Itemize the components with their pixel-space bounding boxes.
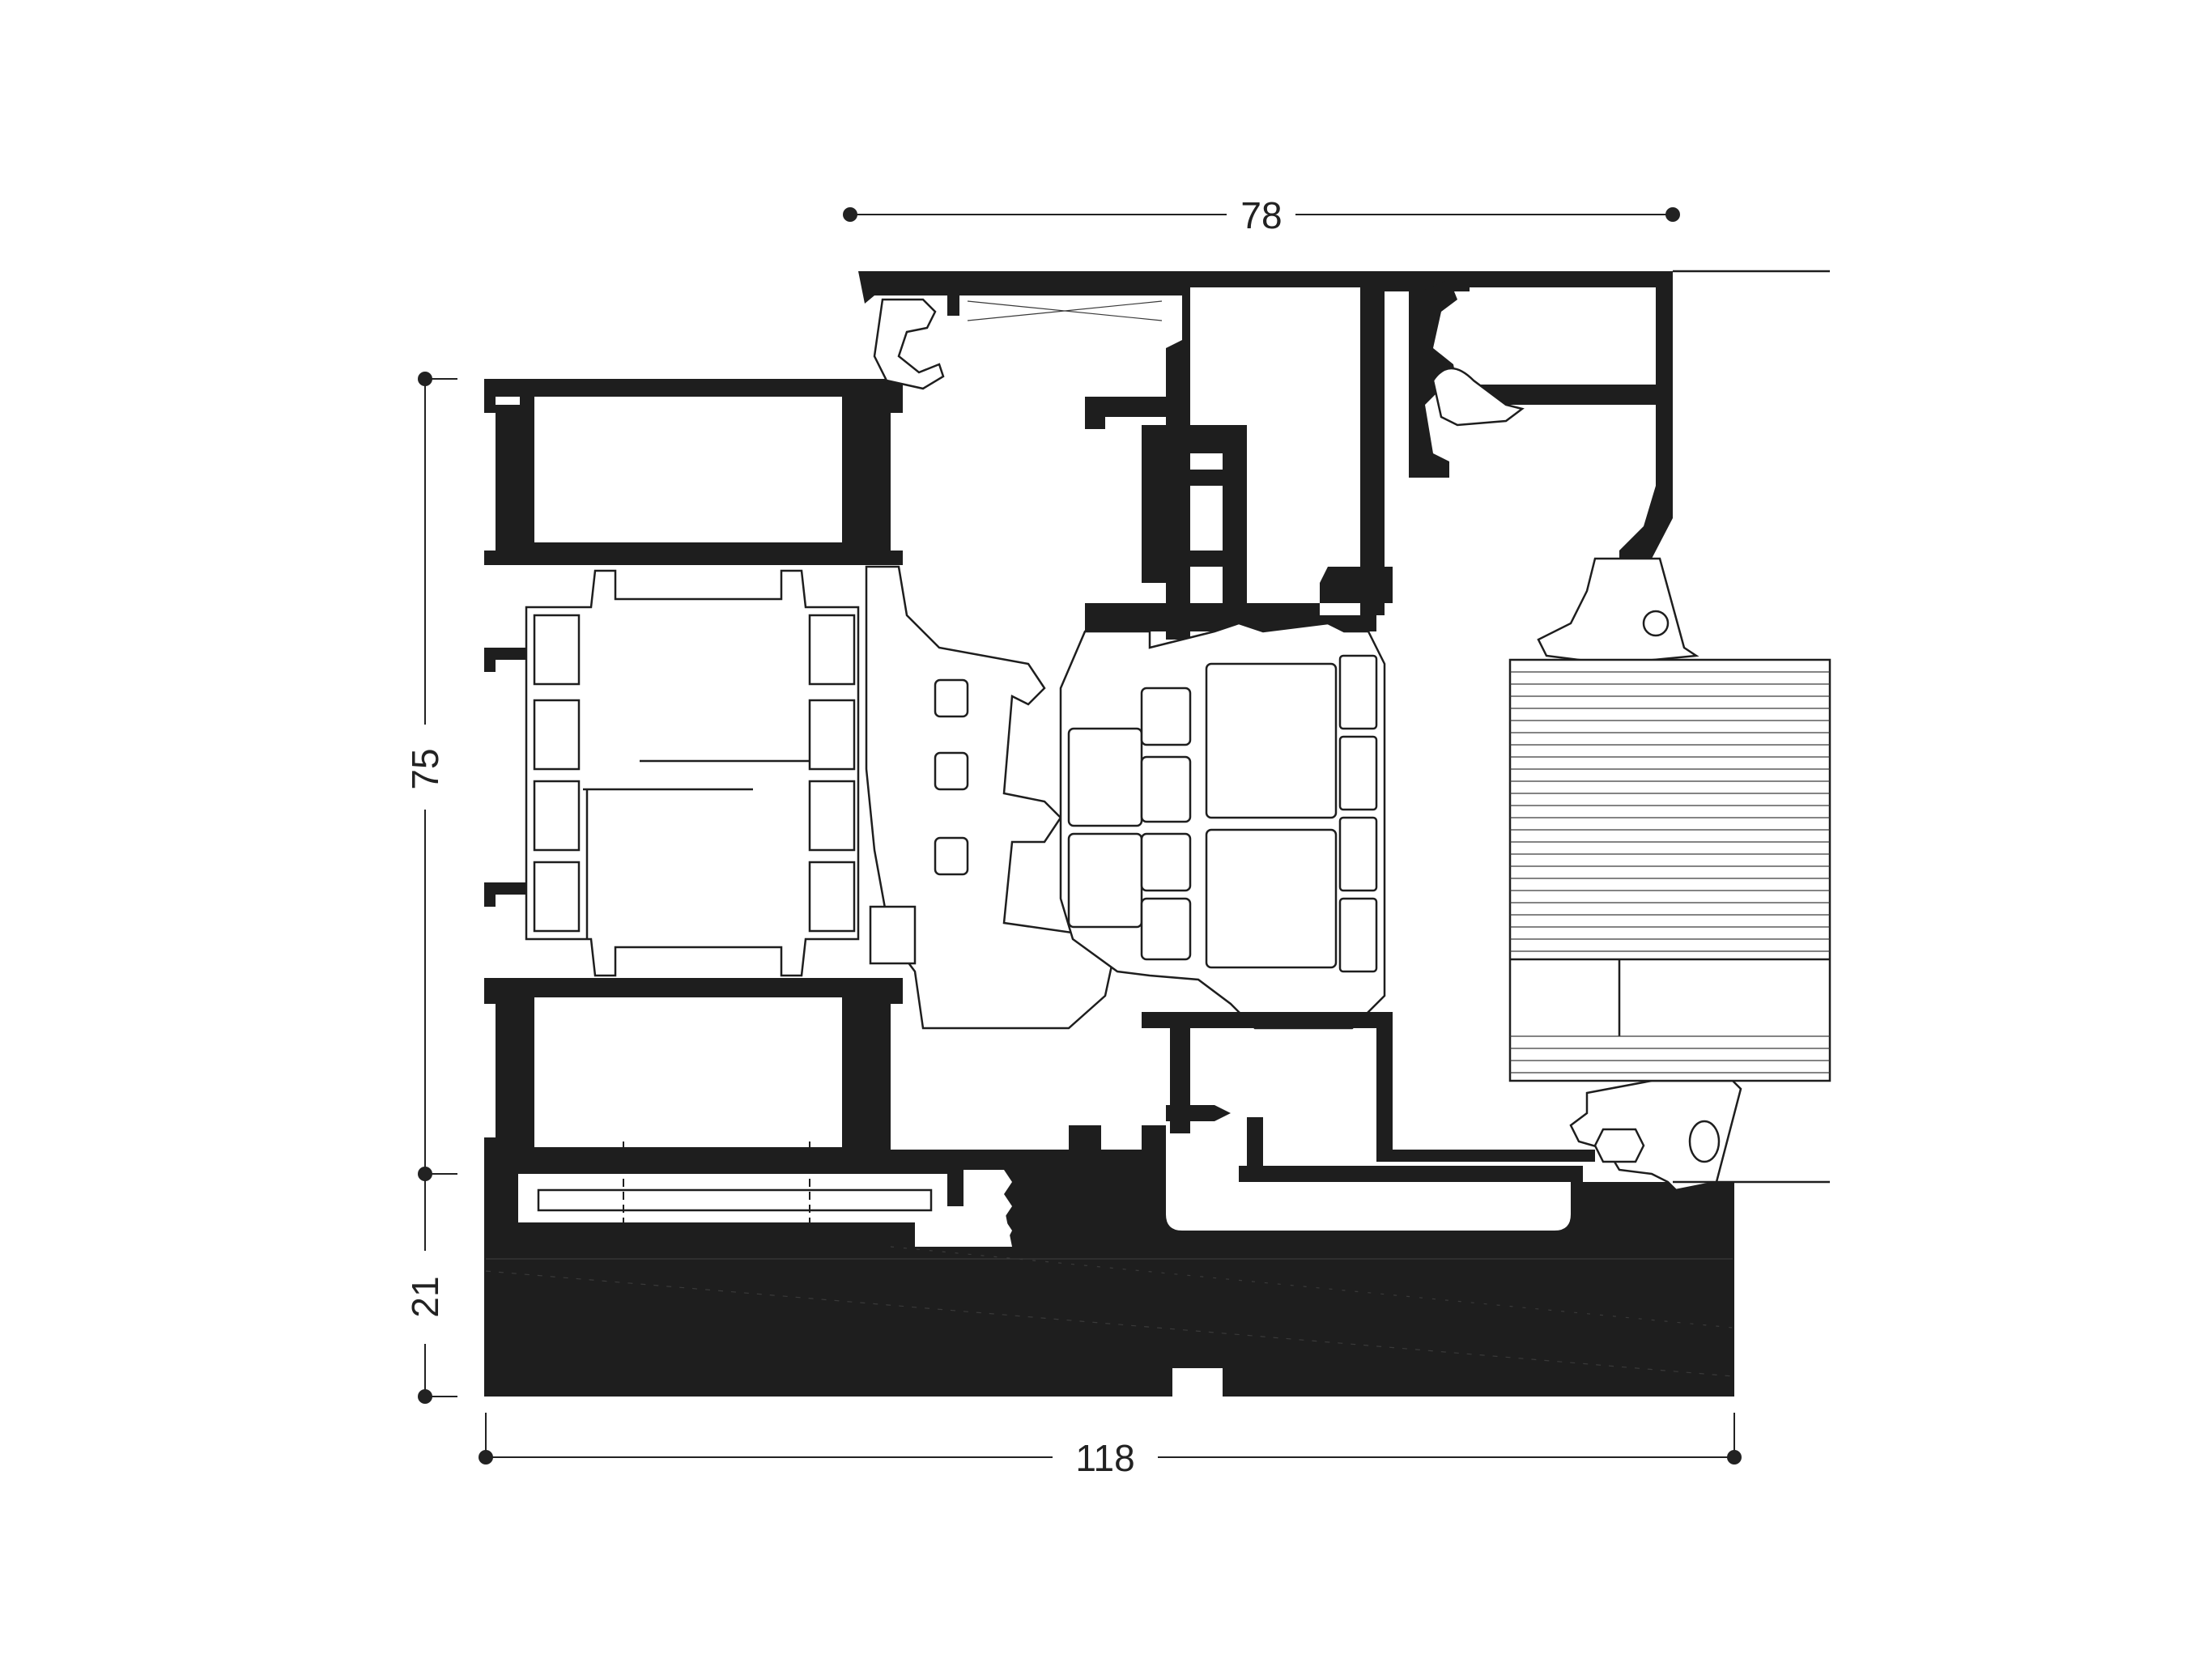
central-gasket: [865, 565, 1119, 1030]
dimension-overall-width-label: 118: [1075, 1437, 1134, 1479]
right-sash: [1059, 622, 1386, 1030]
top-frame-rail: [858, 271, 1699, 665]
dimension-overall-width: 118: [479, 1413, 1742, 1479]
interlock-bar: [1085, 397, 1393, 640]
dimension-left-height-label: 75: [404, 748, 446, 789]
dimension-sill-height: 21: [404, 1174, 457, 1404]
dimension-top-width-label: 78: [1240, 194, 1282, 236]
glazing-lines: [1510, 671, 1830, 1073]
lower-right-frame: [1069, 1012, 1742, 1192]
sill-base: [484, 1150, 1734, 1397]
dimension-sill-height-label: 21: [404, 1276, 446, 1317]
left-sash-frame: [484, 379, 903, 1166]
dimension-left-height: 75: [404, 372, 457, 1181]
dimension-top-width: 78: [843, 194, 1680, 236]
glazing-unit: [1508, 270, 1831, 1184]
